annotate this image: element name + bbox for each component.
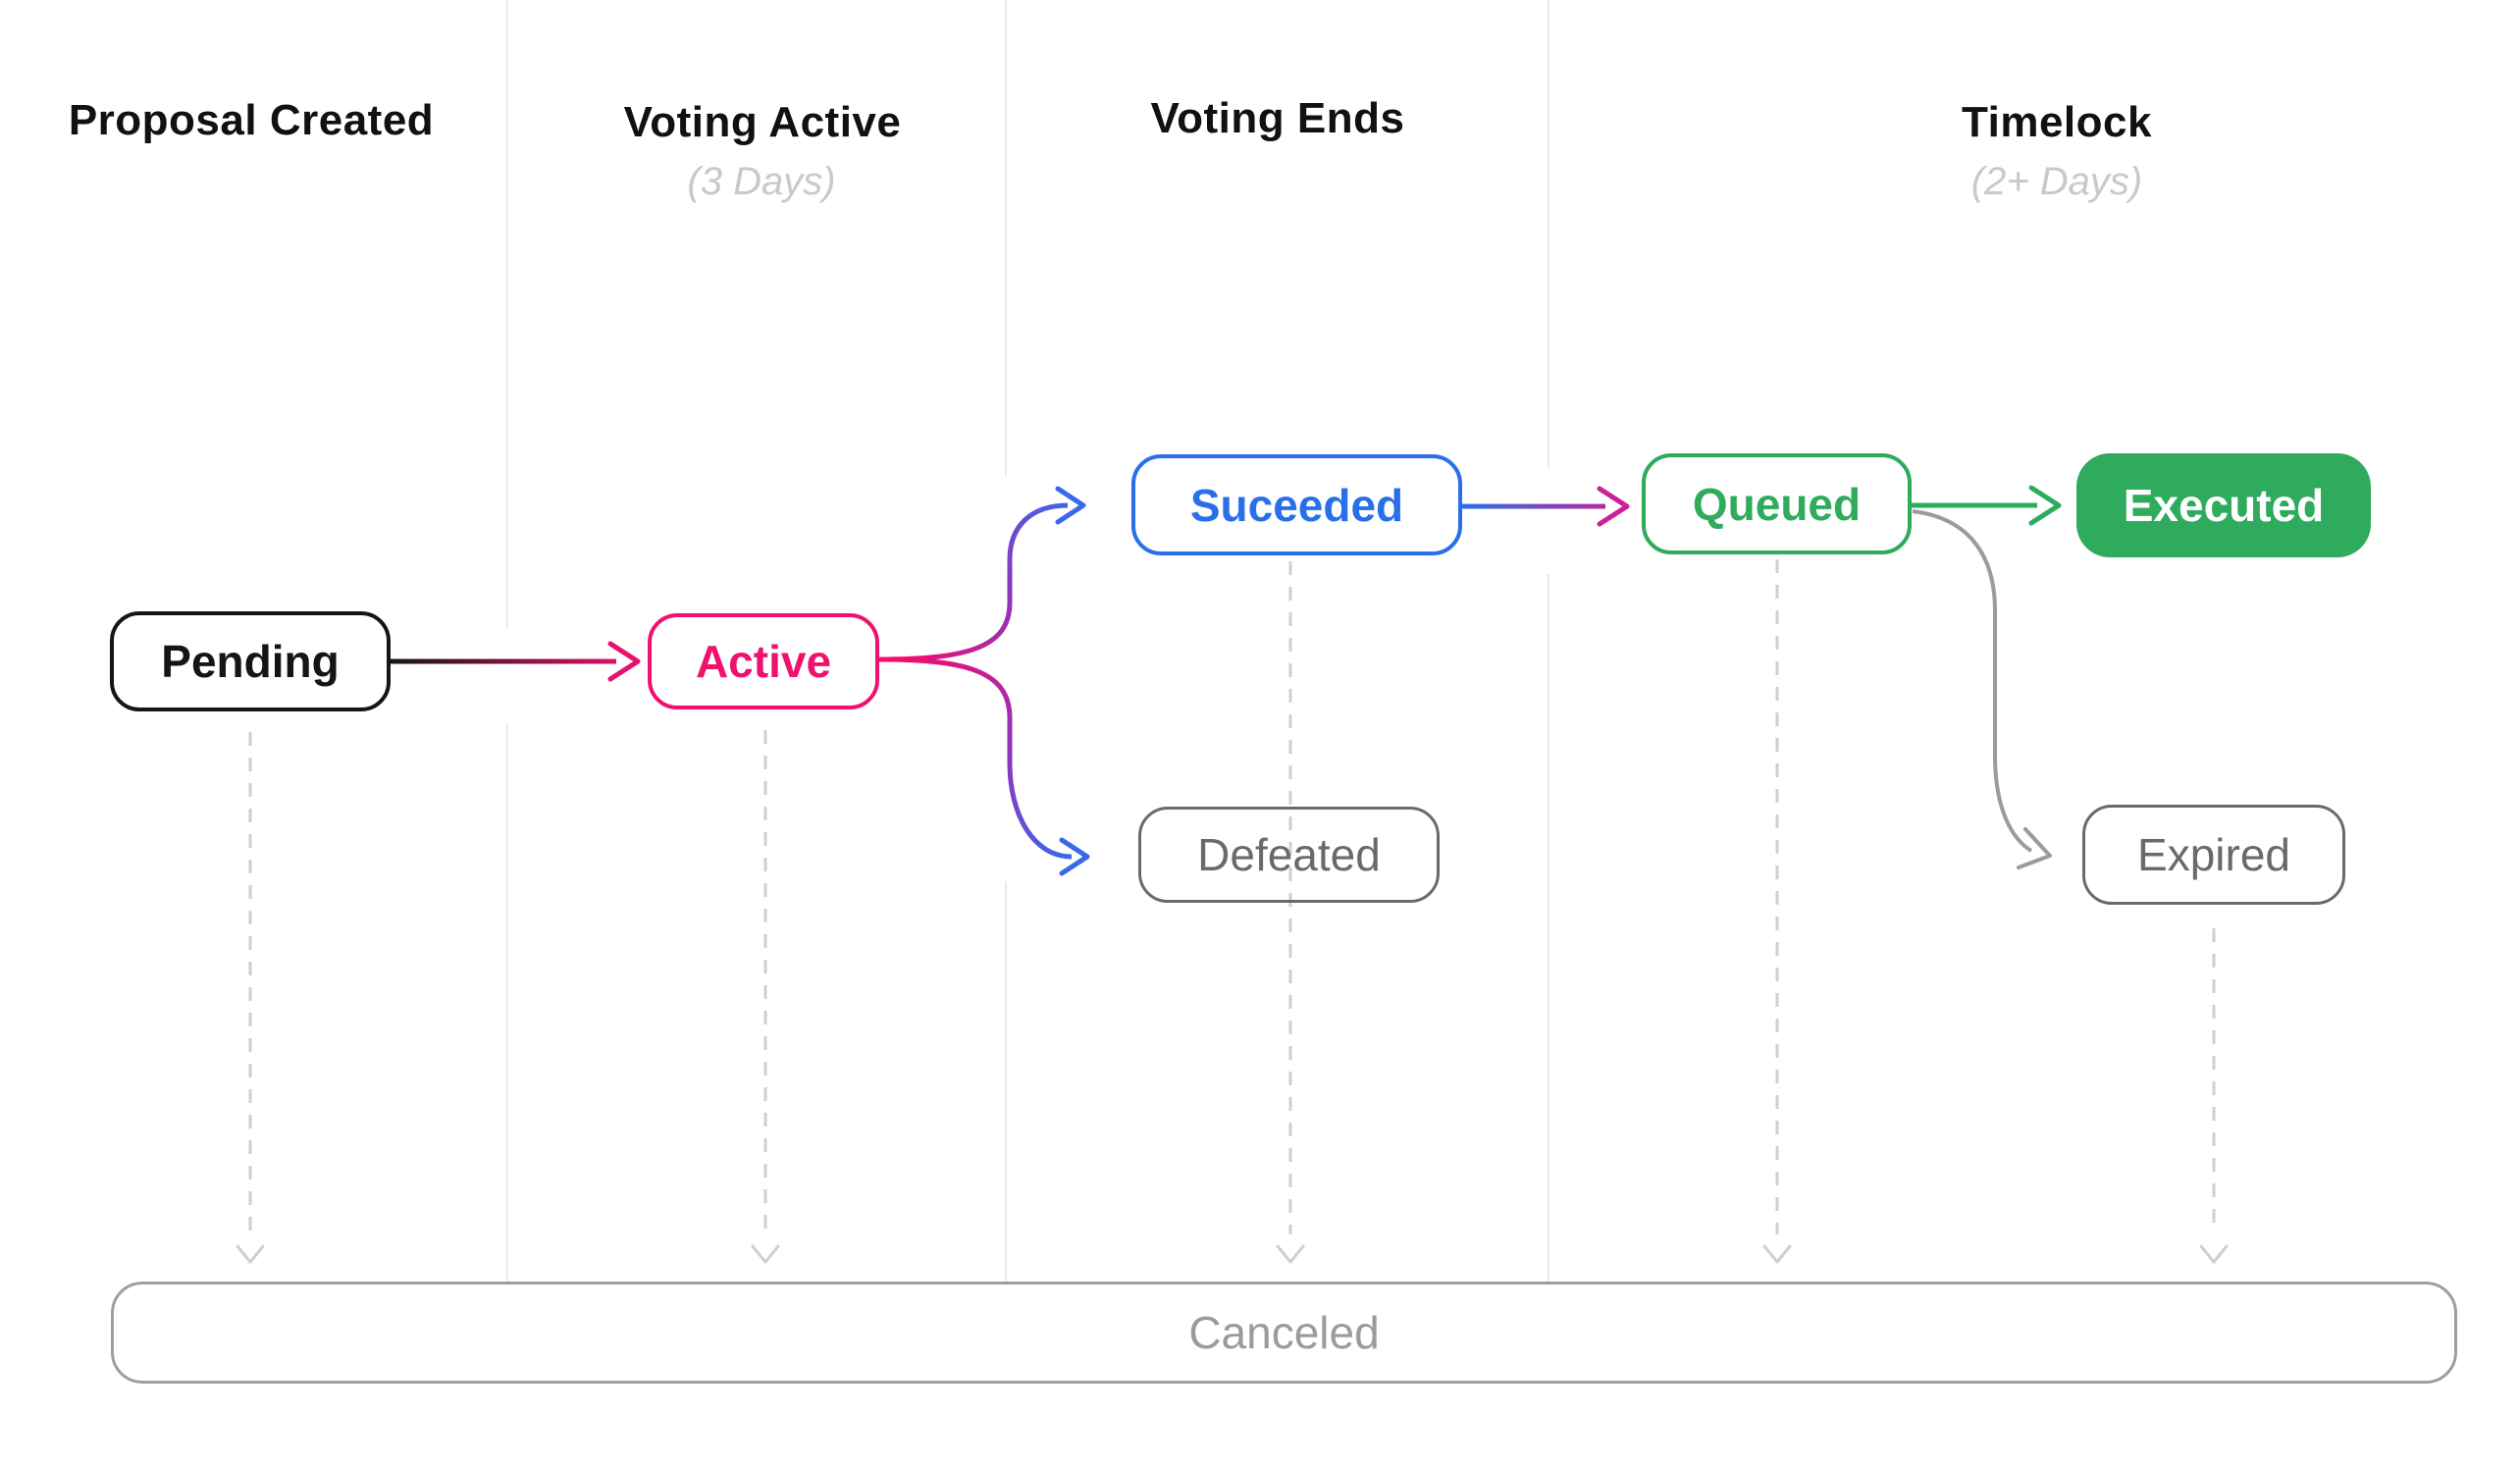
arrowhead-active-to-defeated-icon — [1059, 837, 1090, 876]
state-node-pending: Pending — [110, 611, 391, 711]
arrowhead-queued-to-executed-icon — [2028, 485, 2062, 526]
dashed-arrowhead-pending-icon — [236, 1244, 265, 1264]
arrowhead-suceeded-to-queued-icon — [1597, 486, 1630, 527]
dashed-arrowhead-active-icon — [751, 1244, 780, 1264]
column-divider-2-top — [1005, 0, 1007, 476]
column-subtitle-timelock: (2+ Days) — [1970, 160, 2143, 203]
state-node-expired: Expired — [2082, 805, 2345, 905]
column-divider-2-bottom — [1005, 881, 1007, 1282]
column-divider-1-bottom — [506, 723, 508, 1282]
column-header-voting-active: Voting Active — [623, 98, 902, 146]
arrow-active-to-defeated — [878, 656, 1073, 860]
state-node-active: Active — [648, 613, 879, 709]
column-header-timelock: Timelock — [1962, 98, 2152, 146]
state-node-queued: Queued — [1642, 453, 1912, 554]
dashed-arrowhead-queued-icon — [1762, 1244, 1792, 1264]
column-divider-3-top — [1548, 0, 1549, 469]
dashed-arrowhead-suceeded-icon — [1276, 1244, 1305, 1264]
arrowhead-active-to-suceeded-icon — [1055, 486, 1086, 525]
arrowhead-pending-to-active-icon — [607, 641, 641, 682]
arrowhead-queued-to-expired-icon — [2017, 827, 2052, 869]
column-header-proposal-created: Proposal Created — [68, 96, 435, 144]
state-node-defeated: Defeated — [1138, 807, 1440, 903]
arrow-queued-to-expired — [1912, 509, 2033, 853]
column-header-voting-ends: Voting Ends — [1150, 94, 1405, 142]
state-node-executed: Executed — [2076, 453, 2371, 557]
state-node-canceled: Canceled — [111, 1282, 2457, 1384]
arrow-active-to-suceeded — [878, 502, 1069, 662]
column-divider-1-top — [506, 0, 508, 628]
state-node-suceeded: Suceeded — [1131, 454, 1462, 555]
column-subtitle-voting-active: (3 Days) — [687, 160, 836, 203]
dashed-arrowhead-expired-icon — [2199, 1244, 2229, 1264]
column-divider-3-bottom — [1548, 574, 1549, 1282]
